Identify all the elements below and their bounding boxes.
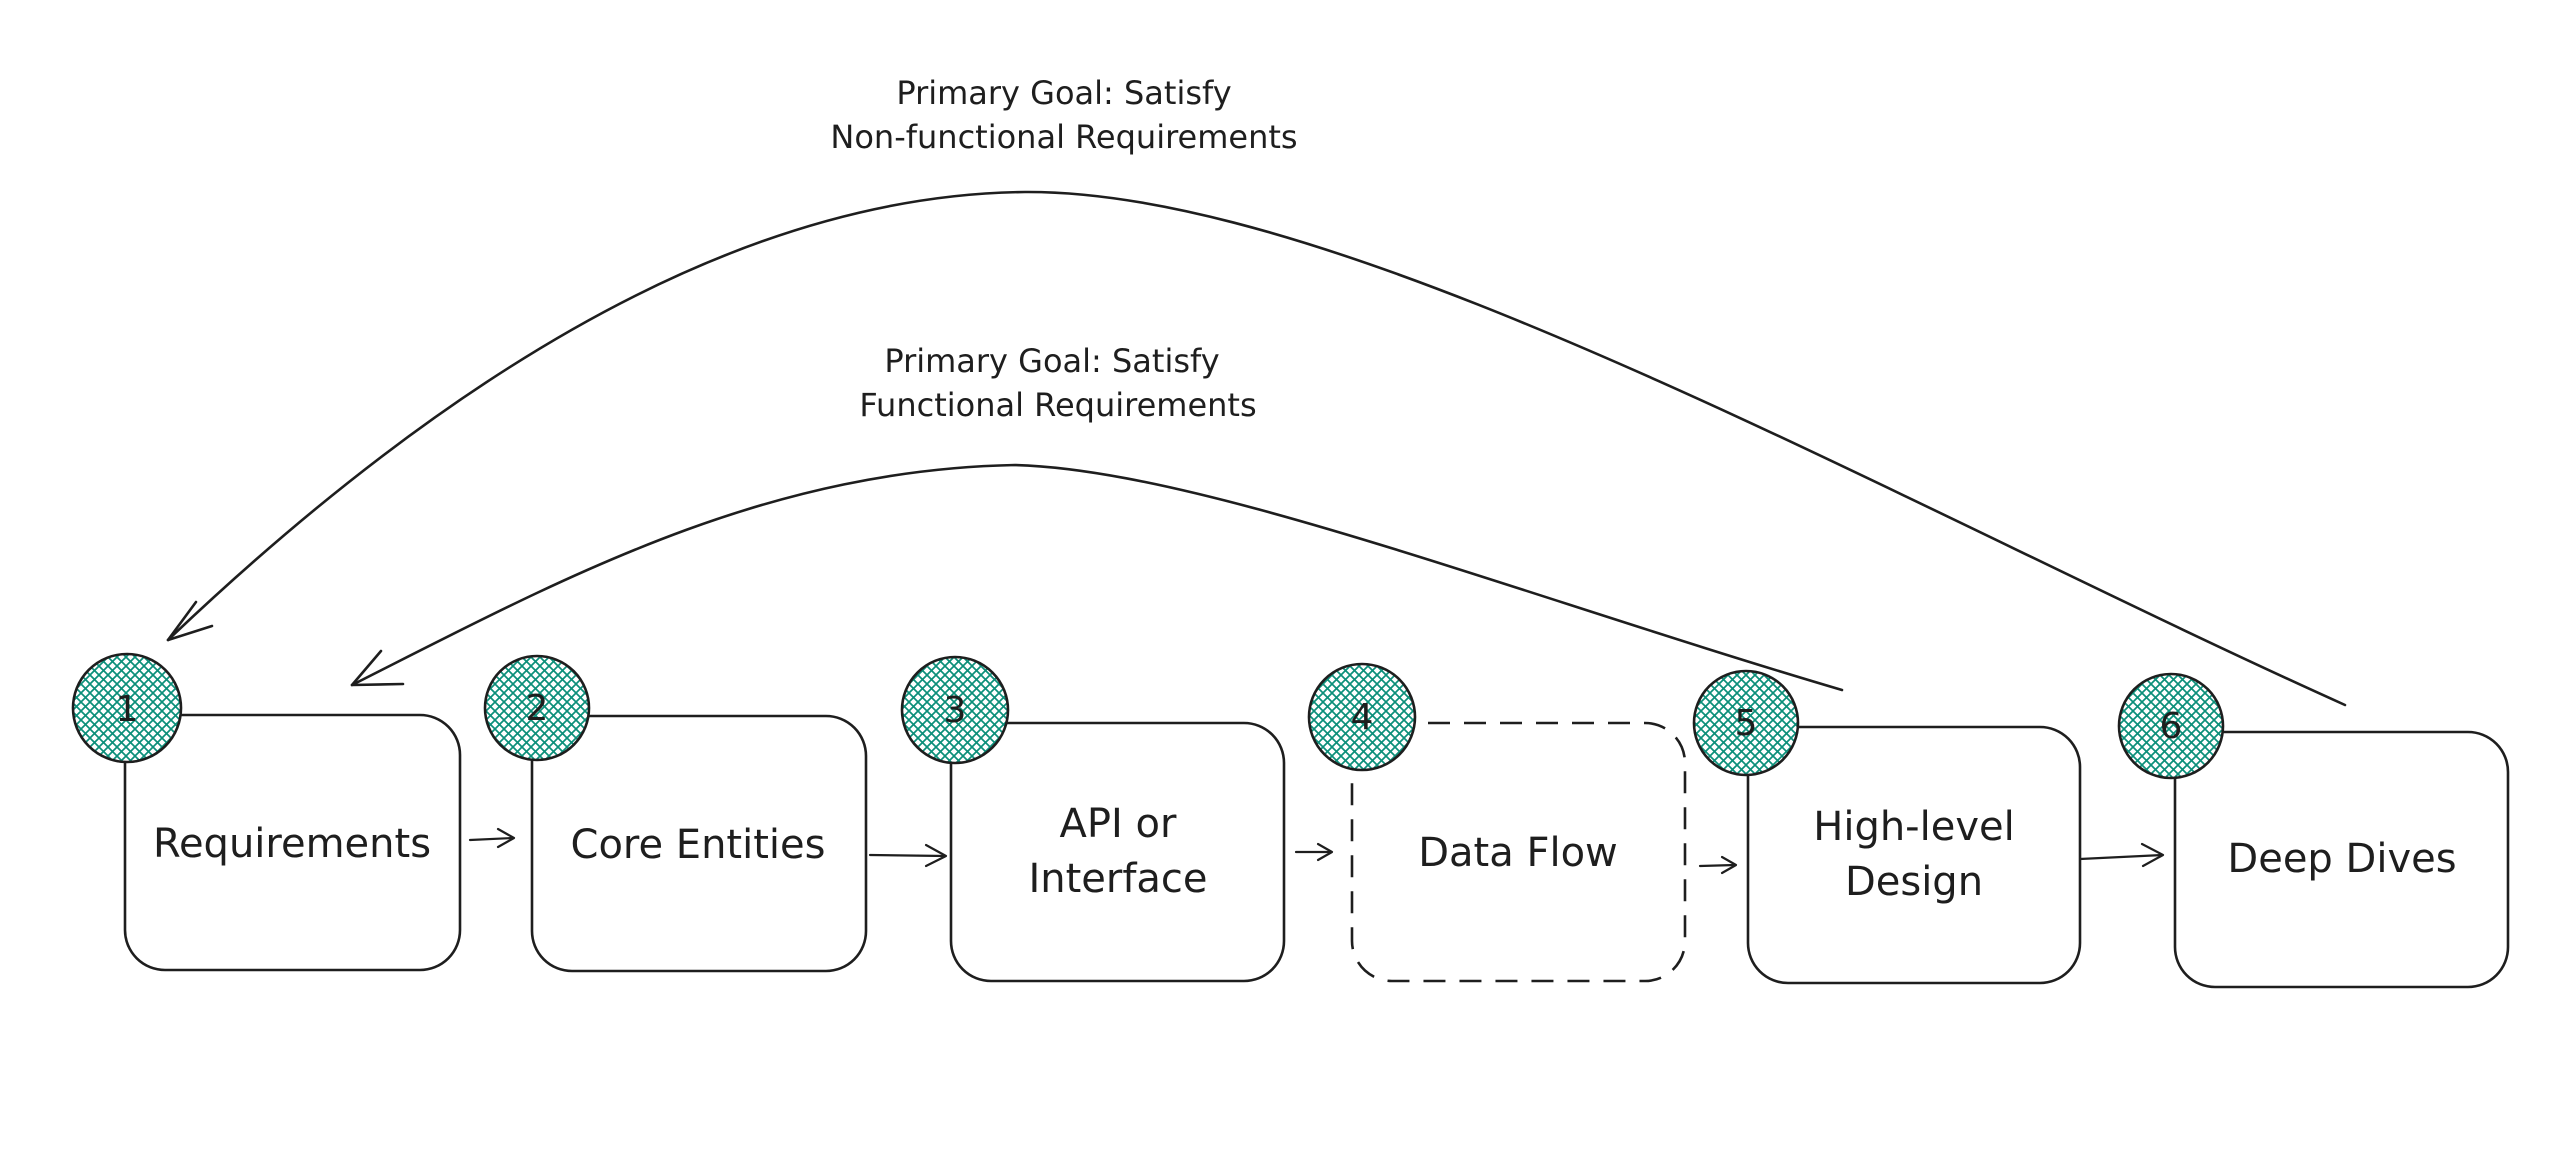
step-number: 3 — [944, 690, 967, 731]
loop-arrow-functional — [350, 463, 1844, 692]
loop-arrow-nonfunctional-head — [166, 600, 214, 642]
step-label-line-1: High-level — [1813, 804, 2014, 850]
step-3: 3 API or Interface — [900, 655, 1286, 983]
loop-arrow-functional-head — [350, 649, 405, 687]
step-badge — [1307, 662, 1417, 772]
step-4: 4 Data Flow — [1307, 662, 1687, 983]
step-box — [1746, 725, 2082, 985]
step-number: 4 — [1351, 697, 1374, 738]
step-label-line-1: API or — [1060, 801, 1177, 847]
step-6: 6 Deep Dives — [2117, 672, 2510, 989]
connector-4-5 — [1698, 863, 1737, 868]
step-label-line-2: Design — [1845, 859, 1983, 905]
step-connectors — [468, 827, 2165, 875]
loop-labels: Primary Goal: Satisfy Non-functional Req… — [830, 74, 1297, 424]
step-5: 5 High-level Design — [1692, 669, 2082, 985]
step-label-line-2: Interface — [1028, 856, 1207, 902]
step-label: Data Flow — [1418, 830, 1618, 876]
loop-label-functional-line-2: Functional Requirements — [859, 386, 1256, 424]
connector-1-2-head — [496, 827, 516, 849]
step-badge — [483, 654, 591, 762]
step-badge — [900, 655, 1010, 765]
connector-1-2 — [468, 836, 515, 842]
connector-3-4-head — [1316, 842, 1334, 862]
step-2: 2 Core Entities — [483, 654, 868, 973]
step-number: 1 — [116, 689, 139, 730]
loop-label-functional-line-1: Primary Goal: Satisfy — [884, 342, 1219, 380]
connector-2-3 — [868, 853, 947, 858]
loop-label-nonfunctional-line-2: Non-functional Requirements — [830, 118, 1297, 156]
step-box — [1350, 721, 1687, 983]
connector-5-6 — [2078, 853, 2164, 861]
connector-5-6-head — [2140, 842, 2165, 868]
loop-arrows — [166, 190, 2347, 707]
step-badge — [1692, 669, 1800, 777]
step-label: Requirements — [153, 821, 431, 867]
connector-2-3-head — [924, 843, 948, 868]
loop-arrow-nonfunctional — [166, 190, 2347, 707]
step-label: Core Entities — [571, 822, 826, 868]
step-1: 1 Requirements — [71, 652, 462, 972]
step-box — [949, 721, 1286, 983]
step-label: Deep Dives — [2227, 836, 2456, 882]
step-number: 6 — [2160, 706, 2183, 747]
step-number: 5 — [1735, 703, 1758, 744]
step-box — [123, 713, 462, 972]
connector-4-5-head — [1720, 855, 1738, 875]
step-badge — [2117, 672, 2225, 780]
step-badge — [71, 652, 183, 764]
step-box — [2173, 730, 2510, 989]
loop-label-nonfunctional-line-1: Primary Goal: Satisfy — [896, 74, 1231, 112]
step-number: 2 — [526, 688, 549, 729]
step-box — [530, 714, 868, 973]
